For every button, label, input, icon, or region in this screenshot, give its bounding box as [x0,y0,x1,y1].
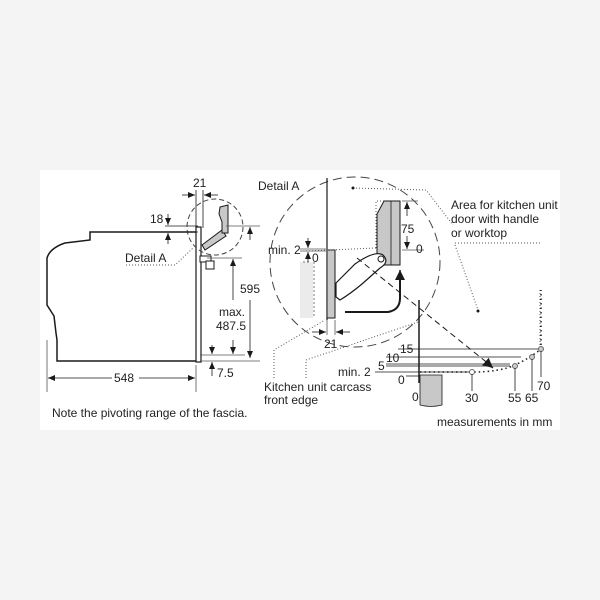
dim-depth-548: 548 [46,340,197,392]
area-label-line-3: or worktop [451,226,507,240]
carcass-label: Kitchen unit carcass front edge [264,319,419,407]
carcass-label-line-1: Kitchen unit carcass [264,380,371,394]
dim-75-label: 75 [401,222,415,236]
pivot-x-30: 30 [465,391,479,405]
dim-18-label: 18 [150,212,164,226]
dim-487-label: 487.5 [216,319,246,333]
carcass-label-line-2: front edge [264,393,318,407]
pivot-range-chart: 15 10 5 min. 2 0 0 30 55 65 70 [338,290,551,407]
units-note: measurements in mm [437,415,552,429]
pivot-y-min2: min. 2 [338,365,371,379]
footer-note: Note the pivoting range of the fascia. [52,406,247,420]
pivot-x-70: 70 [537,379,551,393]
pivot-y-5: 5 [378,359,385,373]
dim-21-detail: 21 [312,320,350,351]
pivot-x-55: 55 [508,391,522,405]
dim-height-595: 595 [226,225,260,358]
dim-fascia-width: 21 [182,176,218,228]
dim-21-label: 21 [193,176,207,190]
dim-max-height: max. 487.5 [207,257,246,354]
area-label: Area for kitchen unit door with handle o… [451,198,558,350]
detail-a-title: Detail A [258,179,299,193]
oven-side-view [46,198,244,363]
dim-75: 75 0 [401,200,424,256]
pivot-y-0: 0 [398,373,405,387]
pivot-x-65: 65 [525,391,539,405]
detail-a-view: Detail A [258,176,494,369]
dim-595-label: 595 [240,282,260,296]
area-label-line-2: door with handle [451,212,539,226]
dim-top-offset: 18 [150,212,198,244]
dim-0-right-label: 0 [416,242,423,256]
dim-0-left-label: 0 [312,251,319,265]
dim-7-5-label: 7.5 [217,366,234,380]
detail-a-label: Detail A [125,251,166,265]
pivot-y-15: 15 [400,342,414,356]
dim-bottom-offset: 7.5 [200,345,260,380]
pivot-x-0: 0 [412,390,419,404]
area-label-line-1: Area for kitchen unit [451,198,558,212]
detail-a-callout: Detail A [125,247,194,266]
dim-21-detail-label: 21 [324,337,338,351]
dim-min-2: min. 2 0 [268,238,326,265]
dim-548-label: 548 [114,371,134,385]
pivot-y-10: 10 [386,351,400,365]
dim-min-2-label: min. 2 [268,243,301,257]
dim-max-label: max. [219,305,245,319]
